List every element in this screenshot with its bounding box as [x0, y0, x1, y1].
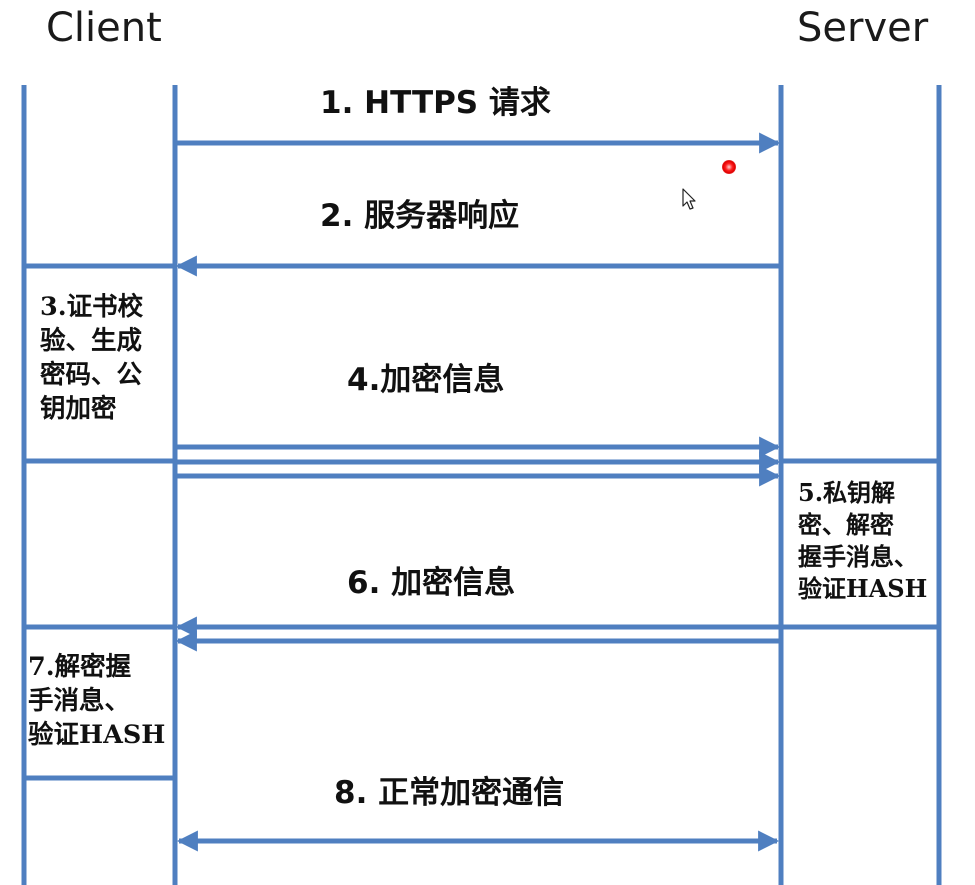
message-step-8: 8. 正常加密通信 [334, 775, 565, 811]
note-step-5: 5.私钥解 密、解密 握手消息、 验证HASH [798, 478, 928, 604]
note-step-3: 3.证书校 验、生成 密码、公 钥加密 [40, 292, 144, 425]
note-step-7: 7.解密握 手消息、 验证HASH [28, 652, 166, 751]
message-step-6: 6. 加密信息 [347, 565, 516, 601]
message-step-4: 4.加密信息 [347, 362, 505, 398]
message-step-2: 2. 服务器响应 [320, 198, 520, 234]
client-title: Client [46, 5, 162, 51]
message-step-1: 1. HTTPS 请求 [320, 85, 551, 121]
server-title: Server [797, 5, 929, 51]
red-laser-dot-icon [722, 160, 736, 174]
mouse-pointer-icon [682, 188, 696, 210]
